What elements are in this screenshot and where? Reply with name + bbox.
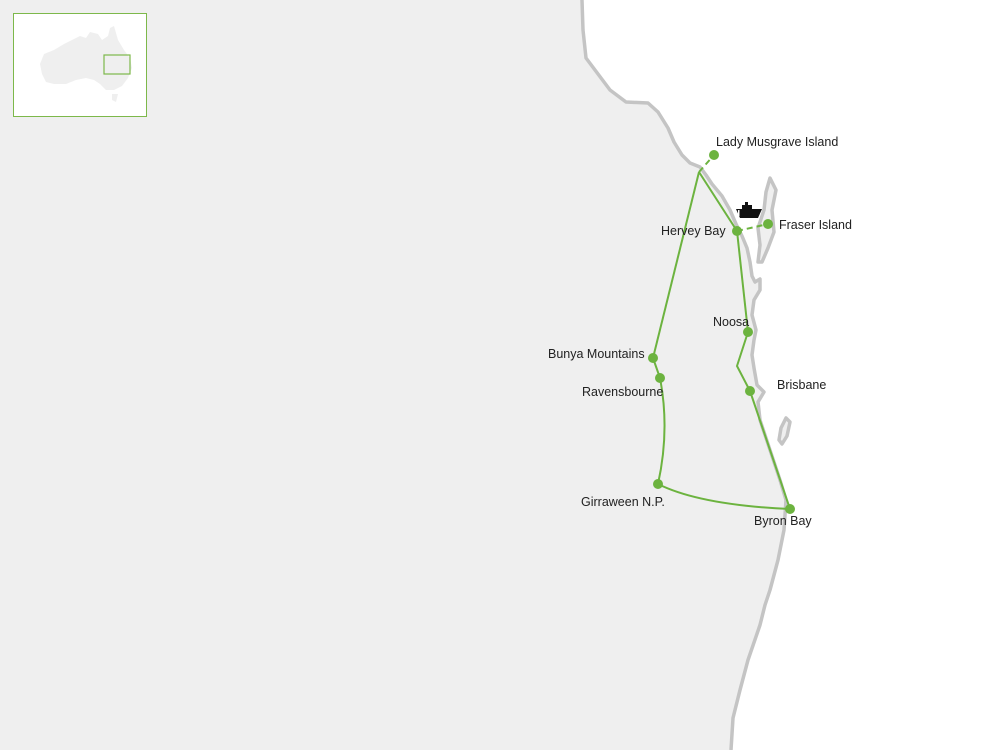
- inset-overview-map: [13, 13, 147, 117]
- route-byron-to-brisbane: [749, 390, 791, 510]
- route-lines: [652, 171, 791, 510]
- label-noosa: Noosa: [713, 315, 750, 329]
- marker-hervey-bay[interactable]: [732, 226, 742, 236]
- moreton-island-shape: [777, 416, 792, 446]
- marker-brisbane[interactable]: [745, 386, 755, 396]
- marker-girraween[interactable]: [653, 479, 663, 489]
- ferry-routes: [698, 154, 769, 232]
- mainland: [0, 0, 786, 750]
- label-brisbane: Brisbane: [777, 378, 827, 392]
- route-hervey-to-coast: [698, 171, 738, 232]
- label-bunya-mountains: Bunya Mountains: [548, 347, 645, 361]
- marker-fraser-island[interactable]: [763, 219, 773, 229]
- location-markers: [648, 150, 795, 514]
- ferry-lady-musgrave: [698, 154, 715, 173]
- coastline: [580, 0, 788, 750]
- marker-byron-bay[interactable]: [785, 504, 795, 514]
- route-coast-to-bunya: [652, 171, 700, 359]
- route-girraween-to-byron: [657, 483, 791, 510]
- australia-overview-icon: [40, 26, 132, 102]
- route-noosa-to-hervey: [736, 230, 749, 333]
- marker-noosa[interactable]: [743, 327, 753, 337]
- label-girraween: Girraween N.P.: [581, 495, 665, 509]
- label-lady-musgrave-island: Lady Musgrave Island: [716, 135, 839, 149]
- label-byron-bay: Byron Bay: [754, 514, 812, 528]
- route-brisbane-to-noosa: [735, 331, 751, 392]
- marker-ravensbourne[interactable]: [655, 373, 665, 383]
- route-ravensbourne-to-girraween: [657, 377, 666, 485]
- ship-icon: [736, 202, 762, 218]
- marker-lady-musgrave[interactable]: [709, 150, 719, 160]
- marker-bunya[interactable]: [648, 353, 658, 363]
- label-hervey-bay: Hervey Bay: [661, 224, 726, 238]
- label-ravensbourne: Ravensbourne: [582, 385, 664, 399]
- highlight-region: [103, 54, 131, 75]
- label-fraser-island: Fraser Island: [779, 218, 852, 232]
- ferry-fraser-island: [736, 223, 769, 232]
